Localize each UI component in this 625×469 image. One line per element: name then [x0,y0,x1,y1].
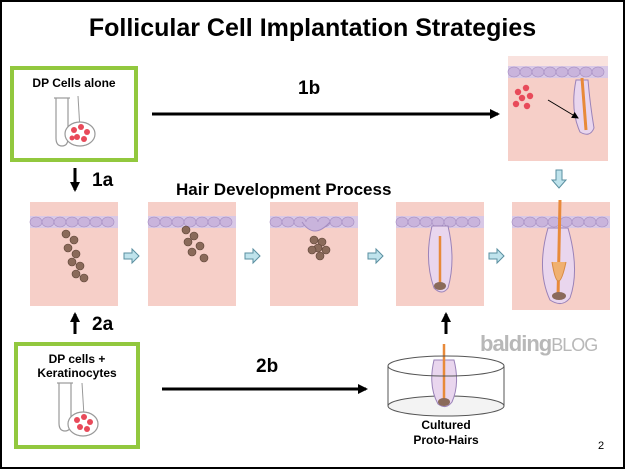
petri-dish-icon [64,121,96,147]
stage-2-cells [181,225,209,263]
dp-keratinocytes-label: DP cells + Keratinocytes [18,352,136,380]
epidermis-cell [77,216,91,228]
brand-light: BLOG [551,335,598,355]
stage-4-follicle [428,225,453,293]
slide-title: Follicular Cell Implantation Strategies [88,14,537,42]
epidermis-cell [395,216,409,228]
epidermis-cell [329,216,343,228]
epidermis-cell [219,216,233,228]
epidermis-cell [65,216,79,228]
dp-cells-alone-box: DP Cells alone [10,66,138,162]
culture-dish-icon [387,344,505,417]
epidermis-cell [53,216,67,228]
epidermis-cell [455,216,469,228]
epidermis-cell [269,216,283,228]
dp-cells-plus-text: DP cells + [48,352,106,366]
epidermis-cell [407,216,421,228]
skin-1b-illustration [507,56,608,135]
cultured-text: Cultured [421,418,471,432]
stage-3-placode [301,221,331,261]
epidermis-cell [595,216,609,228]
epidermis-cell [467,216,481,228]
process-title: Hair Development Process [176,180,392,199]
process-arrows [123,169,568,265]
arrow-icon [244,247,261,265]
epidermis-cell [29,216,43,228]
stage-5-hair [541,199,576,304]
epidermis-cells [29,216,609,228]
epidermis-cell [195,216,209,228]
step-1b-label: 1b [298,78,321,99]
arrow-icon [488,247,505,265]
stage-1-cells [61,229,89,283]
dp-cells-alone-label: DP Cells alone [32,76,116,90]
brand-bold: balding [480,331,552,356]
epidermis-cell [207,216,221,228]
epidermis-cell [419,216,433,228]
epidermis-cell [183,216,197,228]
epidermis-cell [571,216,585,228]
brand-watermark: baldingBLOG [480,331,598,357]
epidermis-cell [511,216,525,228]
epidermis-cell [159,216,173,228]
epidermis-cell [281,216,295,228]
arrow-icon [550,169,568,189]
step-2b-label: 2b [256,356,279,377]
epidermis-cell [101,216,115,228]
cultured-proto-hairs-label: Cultured Proto-Hairs [396,418,496,448]
epidermis-cell [341,216,355,228]
page-number: 2 [598,440,605,452]
test-tube-icon [57,382,85,432]
epidermis-cell [147,216,161,228]
keratinocytes-text: Keratinocytes [37,366,117,380]
step-2a-label: 2a [92,314,114,335]
epidermis-cell [559,216,573,228]
epidermis-cell [171,216,185,228]
petri-dish-icon [67,411,99,437]
arrow-icon [123,247,140,265]
arrow-icon [367,247,384,265]
proto-hairs-text: Proto-Hairs [413,433,479,447]
epidermis-cell [583,216,597,228]
epidermis-cell [535,216,549,228]
epidermis-cell [41,216,55,228]
epidermis-cell [89,216,103,228]
step-1a-label: 1a [92,170,114,191]
epidermis-cell [523,216,537,228]
